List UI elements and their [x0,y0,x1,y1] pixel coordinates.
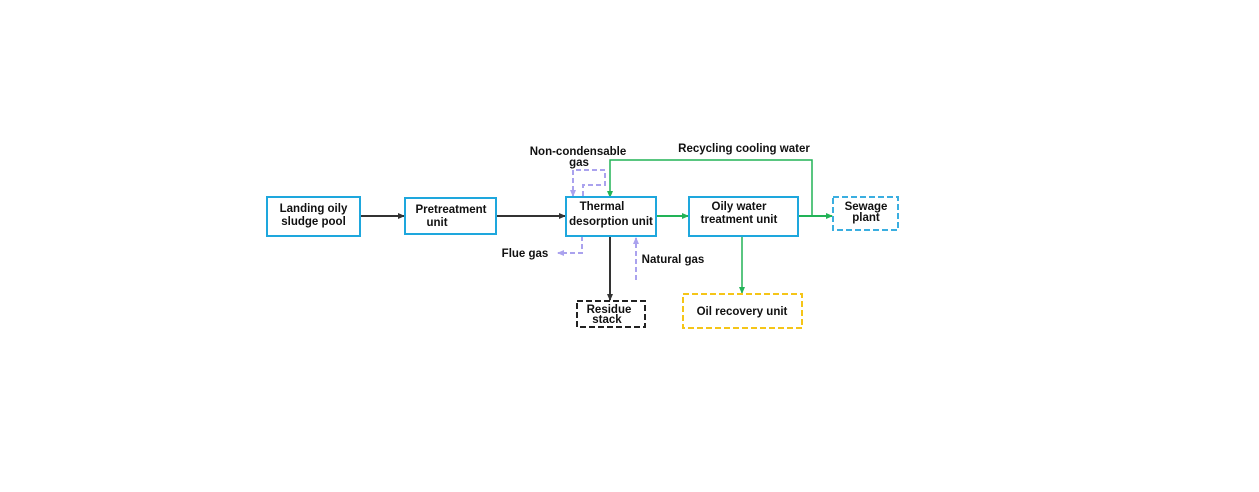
node-thermal-desorption-unit: Thermal desorption unit [565,196,657,237]
label-non-condensable-gas-line1: Non-condensable [530,146,626,158]
flow-recycling-cooling-water [607,159,813,216]
node-label-line1: Landing oily [280,203,348,215]
node-landing-oily-sludge-pool: Landing oily sludge pool [266,196,361,237]
label-non-condensable-gas-line2: gas [569,157,589,169]
node-label-line1: Oil recovery unit [697,306,788,318]
node-oil-recovery-unit: Oil recovery unit [682,293,803,329]
flow-non-condensable-gas [570,169,606,197]
node-oily-water-treatment-unit: Oily water treatment unit [688,196,799,237]
node-label-line1: Pretreatment [416,204,487,216]
node-label-line1: Thermal [580,201,625,213]
node-label-line2: unit [426,217,447,229]
node-label-line2: plant [852,212,880,224]
node-label-line2: treatment unit [701,214,778,226]
node-pretreatment-unit: Pretreatment unit [404,197,497,235]
label-natural-gas: Natural gas [642,254,705,266]
label-recycling-cooling-water: Recycling cooling water [678,143,810,155]
node-sewage-plant: Sewage plant [832,196,899,231]
label-flue-gas: Flue gas [502,248,549,260]
node-label-line1: Sewage [845,201,888,213]
node-label-line2: sludge pool [281,216,346,228]
node-label-line1: Residue [587,304,632,316]
flow-flue-gas [557,236,583,256]
node-label-line2: stack [592,314,622,326]
node-residue-stack: Residue stack [576,300,646,328]
node-label-line1: Oily water [712,201,767,213]
node-label-line2: desorption unit [569,216,653,228]
